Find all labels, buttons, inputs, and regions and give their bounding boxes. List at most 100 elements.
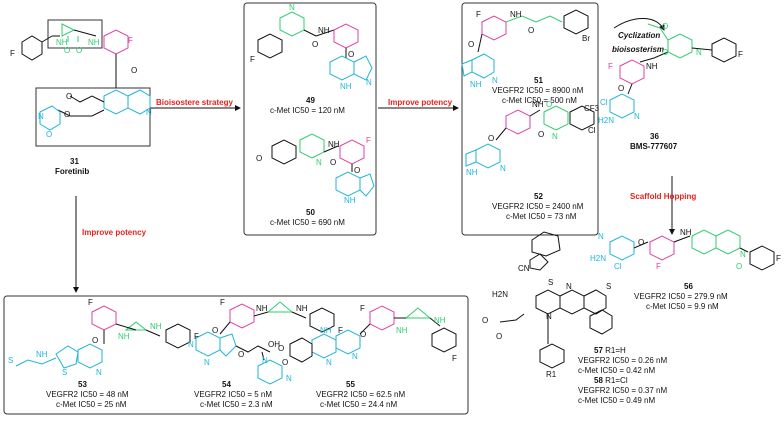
atom-n-52b: N — [500, 164, 506, 173]
atom-nh-49b: NH — [340, 82, 352, 91]
atom-o-36b: O — [662, 48, 669, 57]
atom-f-55: F — [360, 304, 365, 313]
atom-o-56b: O — [736, 262, 743, 271]
atom-n-52: N — [552, 132, 558, 141]
atom-o-31a: O — [64, 46, 71, 55]
atom-f-49: F — [250, 55, 255, 64]
label-scaffold-hopping: Scaffold Hopping — [630, 192, 697, 201]
atom-f-31: F — [10, 49, 15, 58]
structure-57-58 — [499, 231, 613, 369]
atom-nh-50b: NH — [344, 196, 356, 205]
atom-f-56b: F — [776, 254, 781, 263]
atom-o-50b: O — [354, 166, 361, 175]
atom-cl-52: Cl — [588, 126, 596, 135]
cmet-49: c-Met IC50 = 120 nM — [270, 106, 345, 115]
atom-nh-55: NH — [396, 326, 408, 335]
vegfr2-53: VEGFR2 IC50 = 48 nM — [46, 390, 129, 399]
atom-s-53b: S — [8, 356, 14, 365]
atom-nh-36: NH — [646, 62, 658, 71]
atom-o-55: O — [360, 330, 367, 339]
cmet-52: c-Met IC50 = 73 nM — [506, 212, 577, 221]
atom-s-53: S — [62, 368, 68, 377]
atom-n-54d: N — [286, 374, 292, 383]
box-compounds-49-50 — [243, 2, 377, 236]
atom-o-31c: O — [131, 66, 138, 75]
cmet-50: c-Met IC50 = 690 nM — [270, 218, 345, 227]
atom-h2n-36: H2N — [598, 116, 615, 125]
atom-o-49: O — [312, 40, 319, 49]
atom-n-55b: N — [326, 358, 332, 367]
compound-id-50: 50 — [306, 208, 315, 217]
atom-n-54b: N — [204, 358, 210, 367]
box-foretinib-linker — [47, 19, 103, 49]
atom-o-31e: O — [64, 110, 71, 119]
atom-f-54b: F — [338, 326, 343, 335]
atom-cl-56: Cl — [614, 262, 622, 271]
atom-nh-55c: NH — [320, 326, 332, 335]
atom-nh-52b: NH — [466, 168, 478, 177]
atom-h2n-57: H2N — [492, 290, 509, 299]
cmet-54: c-Met IC50 = 2.3 nM — [200, 400, 273, 409]
sub-57: 57 R1=H — [594, 346, 626, 355]
atom-nh-53: NH — [118, 332, 130, 341]
atom-o-53: O — [92, 336, 99, 345]
structure-56 — [609, 229, 775, 271]
atom-o-31b: O — [76, 46, 83, 55]
atom-nh-53b: NH — [150, 322, 162, 331]
atom-nh-51b: NH — [470, 80, 482, 89]
vegfr2-58: VEGFR2 IC50 = 0.37 nM — [578, 386, 668, 395]
atom-f-51: F — [476, 10, 481, 19]
atom-nh-51: NH — [510, 10, 522, 19]
atom-o-55c: O — [282, 358, 289, 367]
atom-f-55b: F — [452, 354, 457, 363]
atom-n-49a: N — [289, 3, 295, 12]
atom-f-50: F — [366, 136, 371, 145]
atom-o-49b: O — [348, 50, 355, 59]
box-compounds-53-55 — [3, 295, 469, 415]
atom-n-54c: N — [262, 356, 268, 365]
atom-o-31d: O — [66, 92, 73, 101]
structure-54 — [195, 301, 335, 385]
label-improve-potency-down: Improve potency — [82, 228, 147, 237]
compound-name-31: Foretinib — [55, 167, 90, 176]
atom-nh-52: NH — [532, 100, 544, 109]
atom-h2n-56: H2N — [590, 254, 607, 263]
label-improve-potency-top: Improve potency — [388, 98, 453, 107]
atom-n-57b: N — [546, 312, 552, 321]
atom-o-52: O — [546, 100, 553, 109]
atom-nh-31b: NH — [88, 38, 100, 47]
atom-cn-57: CN — [518, 264, 530, 273]
atom-n-31a: N — [146, 108, 152, 117]
cmet-56: c-Met IC50 = 9.9 nM — [646, 302, 719, 311]
atom-nh-55b: NH — [434, 316, 446, 325]
structure-52 — [465, 105, 595, 169]
atom-r1-57: R1 — [546, 370, 557, 379]
vegfr2-52: VEGFR2 IC50 = 2400 nM — [492, 202, 584, 211]
atom-n-36b: N — [634, 112, 640, 121]
arrow-cyclization — [613, 18, 665, 31]
compound-id-49: 49 — [306, 96, 315, 105]
atom-o-52c: O — [488, 134, 495, 143]
atom-nh-49: NH — [318, 26, 330, 35]
vegfr2-55: VEGFR2 IC50 = 62.5 nM — [316, 390, 406, 399]
atom-o-56: O — [638, 238, 645, 247]
vegfr2-57: VEGFR2 IC50 = 0.26 nM — [578, 356, 668, 365]
atom-o-54b: O — [238, 350, 245, 359]
atom-o-50-methoxy: O — [256, 154, 263, 163]
atom-o-51b: O — [468, 40, 475, 49]
atom-n-36: N — [696, 48, 702, 57]
atom-cf3-52: CF3 — [584, 104, 600, 113]
vegfr2-56: VEGFR2 IC50 = 279.9 nM — [634, 292, 728, 301]
atom-n-49b: N — [366, 78, 372, 87]
atom-n-31b: N — [38, 112, 44, 121]
atom-o-54: O — [212, 326, 219, 335]
atom-f-54: F — [220, 298, 225, 307]
compound-id-53: 53 — [78, 380, 87, 389]
structure-36 — [609, 23, 737, 119]
structure-53 — [15, 305, 191, 369]
atom-n-56: N — [598, 232, 604, 241]
label-bioisostere-strategy: Bioisostere strategy — [156, 98, 233, 107]
atom-s-57a: S — [548, 278, 554, 287]
atom-n-57a: N — [566, 282, 572, 291]
